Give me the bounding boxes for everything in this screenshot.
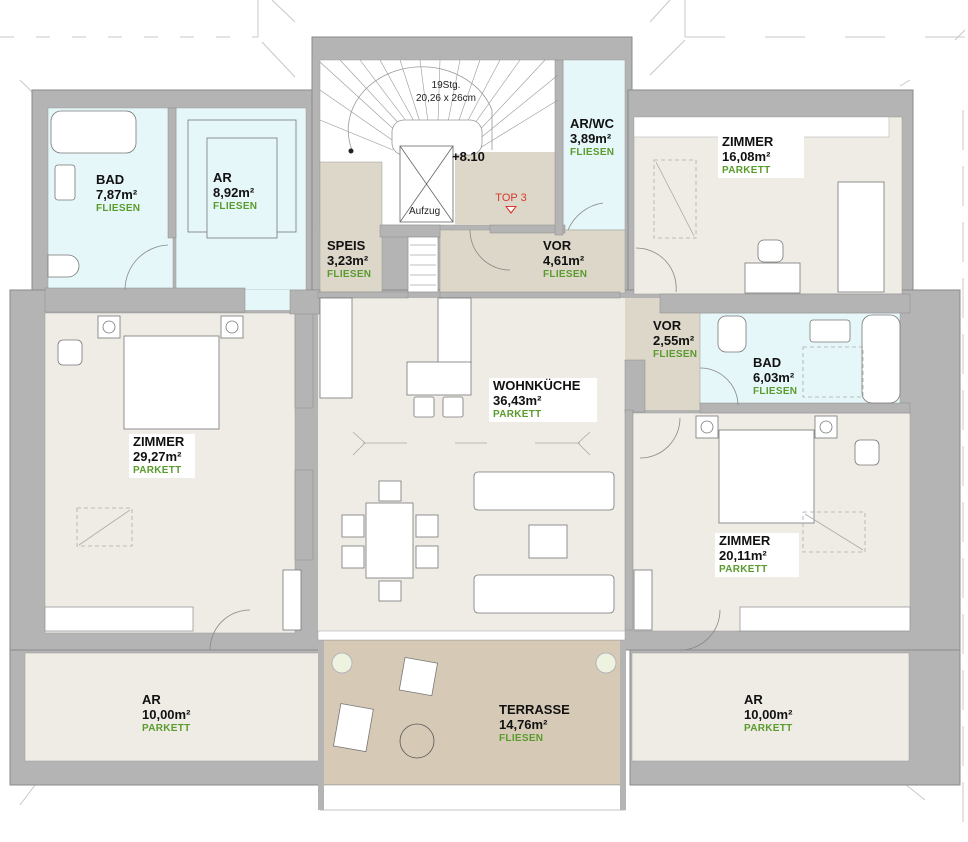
plant-icon — [331, 652, 353, 674]
sofa-icon — [473, 574, 615, 614]
room-label-ar-2: AR 10,00m² PARKETT — [142, 692, 191, 735]
room-label-ar-1: AR 8,92m² FLIESEN — [213, 170, 258, 213]
room-label-bad-1: BAD 7,87m² FLIESEN — [96, 172, 141, 215]
room-label-speis: SPEIS 3,23m² FLIESEN — [327, 238, 372, 281]
room-label-ar-wc: AR/WC 3,89m² FLIESEN — [570, 116, 615, 159]
staircase-dimensions: 20,26 x 26cm — [415, 92, 477, 104]
bathtub-icon — [50, 110, 137, 154]
room-label-terrasse: TERRASSE 14,76m² FLIESEN — [499, 702, 570, 745]
room-speis — [319, 161, 383, 293]
room-label-bad-2: BAD 6,03m² FLIESEN — [753, 355, 798, 398]
armchair-icon — [332, 703, 374, 753]
room-label-zimmer-3: ZIMMER 20,11m² PARKETT — [715, 533, 799, 578]
bed-icon — [837, 181, 885, 293]
triangle-marker-icon — [505, 206, 517, 214]
room-ar-wc — [562, 59, 626, 231]
round-table-icon — [399, 723, 435, 759]
fixtures — [44, 59, 911, 759]
staircase-steps: 19Stg. — [431, 80, 461, 91]
sofa-icon — [473, 471, 615, 511]
room-label-zimmer-1: ZIMMER 16,08m² PARKETT — [718, 134, 804, 179]
kitchen-counter — [319, 297, 353, 399]
room-label-vor-1: VOR 4,61m² FLIESEN — [543, 238, 588, 281]
room-label-vor-2: VOR 2,55m² FLIESEN — [653, 318, 698, 361]
staircase-info: 19Stg. 20,26 x 26cm — [400, 80, 492, 105]
chair-icon — [757, 239, 784, 263]
room-label-ar-3: AR 10,00m² PARKETT — [744, 692, 793, 735]
room-label-wohnkueche: WOHNKÜCHE 36,43m² PARKETT — [489, 378, 597, 423]
room-ar-2 — [24, 652, 321, 762]
coffee-table — [528, 524, 568, 559]
room-vor-1 — [439, 229, 626, 294]
sink-icon — [54, 164, 76, 201]
room-ar-3 — [631, 652, 910, 762]
unit-label: TOP 3 — [495, 192, 527, 204]
level-marker: +8.10 — [452, 149, 485, 164]
dining-table — [365, 502, 414, 579]
kitchen-island — [406, 361, 472, 396]
unit-marker: TOP 3 — [488, 192, 534, 214]
double-bed-icon — [123, 335, 220, 430]
toilet-icon — [47, 254, 80, 278]
elevator-label: Aufzug — [409, 206, 441, 217]
plant-icon — [595, 652, 617, 674]
room-label-zimmer-2: ZIMMER 29,27m² PARKETT — [129, 434, 195, 479]
desk-icon — [744, 262, 801, 294]
armchair-icon — [398, 657, 438, 697]
double-bed-icon — [718, 429, 815, 524]
